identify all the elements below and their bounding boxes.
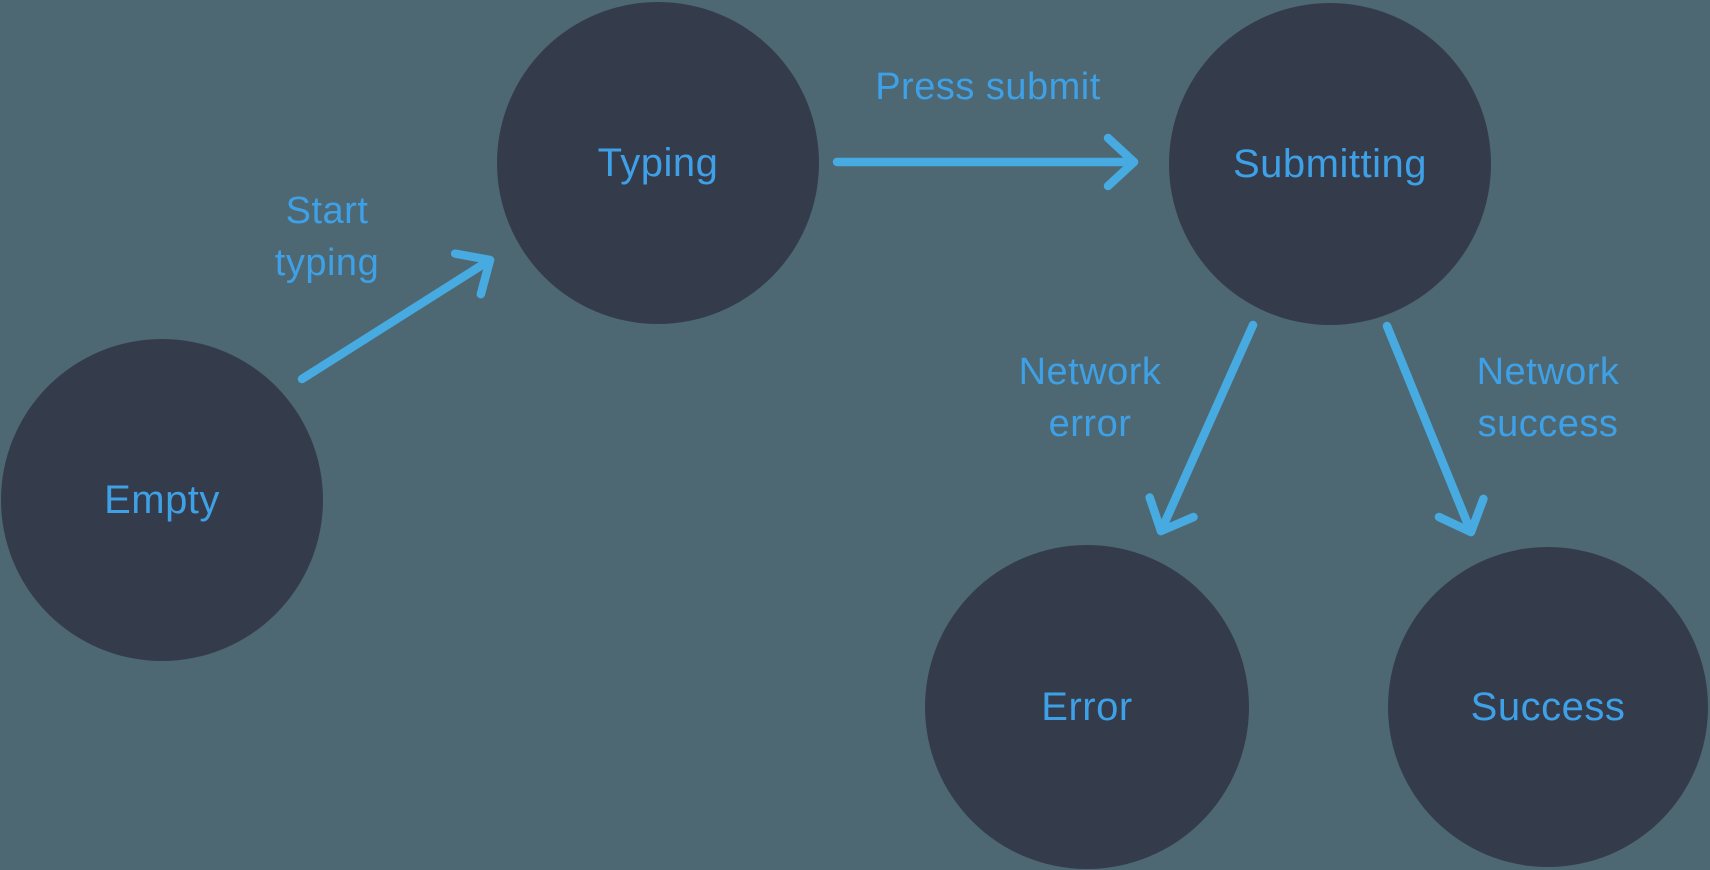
transition-label-start-typing: Start typing <box>177 185 477 289</box>
state-node-typing-label: Typing <box>597 140 719 185</box>
transition-label-line: typing <box>274 242 380 284</box>
transition-label-line: Start <box>285 190 369 232</box>
transition-label-line: Network <box>1018 351 1162 393</box>
state-node-success-label: Success <box>1470 684 1626 729</box>
state-node-empty-label: Empty <box>104 477 220 522</box>
transition-label-press-submit: Press submit <box>838 61 1138 113</box>
state-node-error-label: Error <box>1041 684 1133 729</box>
transition-label-network-error: Network error <box>940 346 1240 450</box>
state-node-empty: Empty <box>1 339 323 661</box>
transition-label-line: error <box>1048 403 1132 445</box>
state-node-success: Success <box>1388 547 1708 867</box>
transition-label-line: success <box>1477 403 1619 445</box>
transition-label-network-success: Network success <box>1398 346 1698 450</box>
state-node-typing: Typing <box>497 2 819 324</box>
state-node-error: Error <box>925 545 1249 869</box>
transition-label-line: Press submit <box>875 66 1101 108</box>
state-node-submitting: Submitting <box>1169 3 1491 325</box>
state-node-submitting-label: Submitting <box>1233 141 1427 186</box>
transition-label-line: Network <box>1476 351 1620 393</box>
